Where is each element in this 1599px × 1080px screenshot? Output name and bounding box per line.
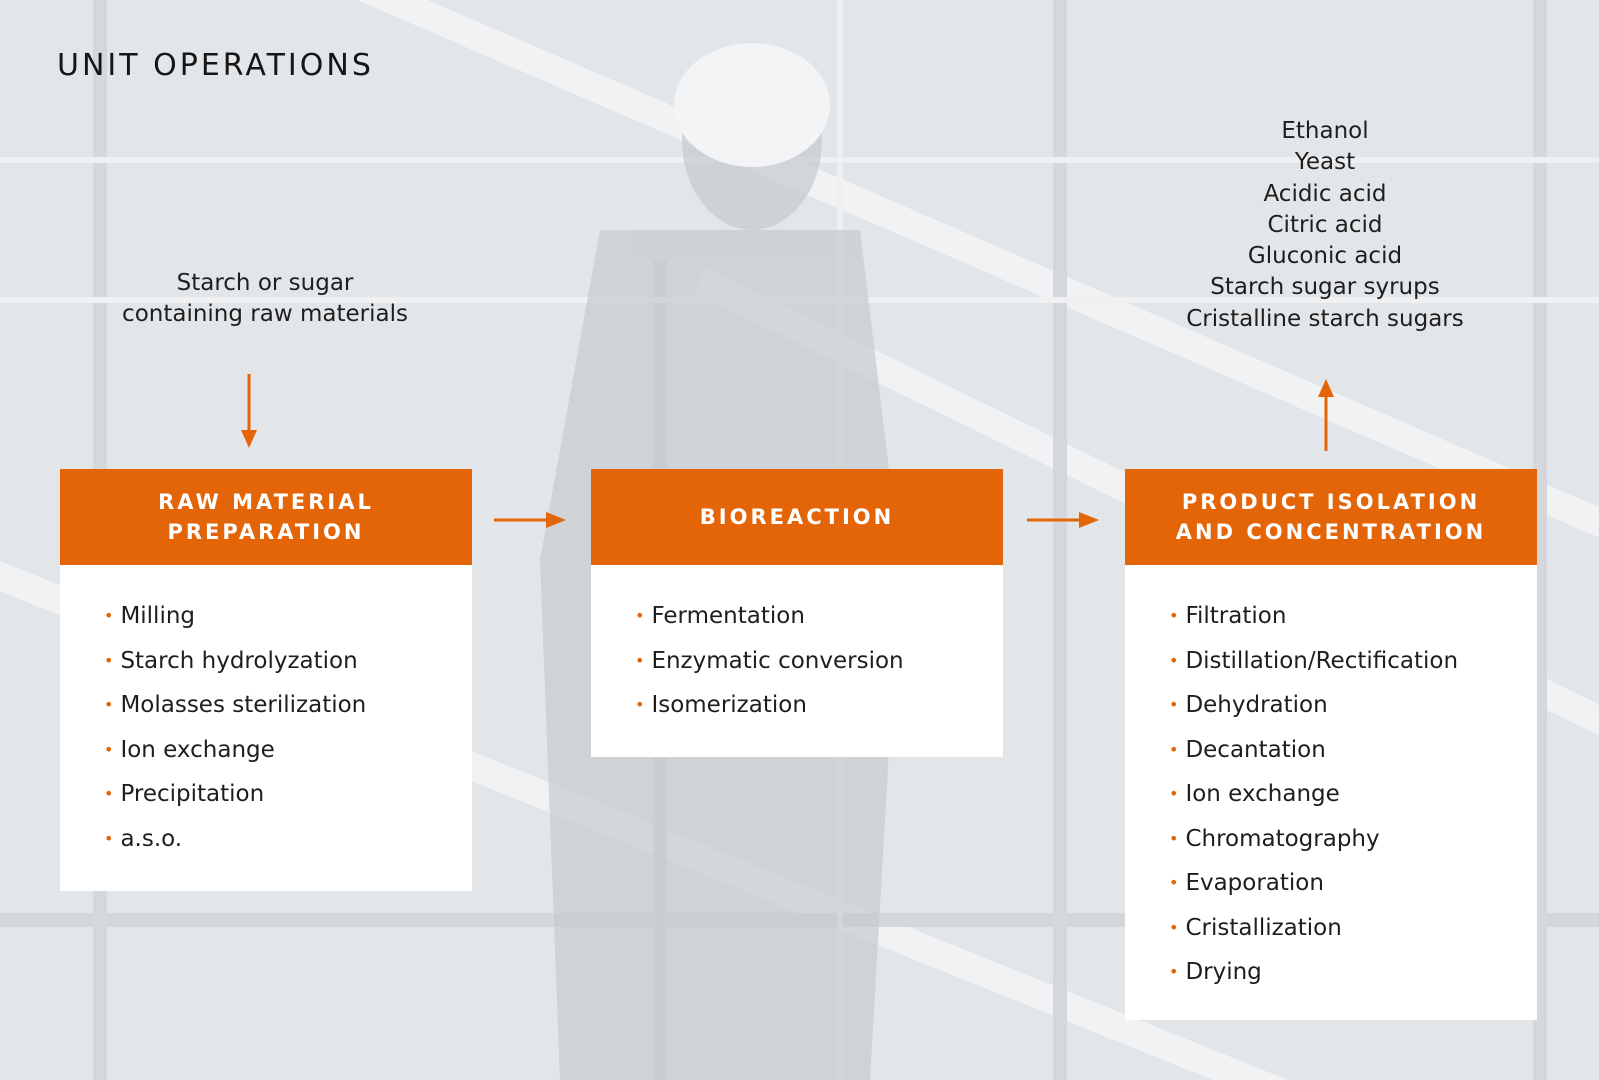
bullet-icon: •: [104, 606, 114, 625]
list-item: • a.s.o.: [104, 818, 472, 863]
list-item: • Chromatography: [1169, 818, 1537, 863]
output-arrow-up: [1318, 379, 1334, 451]
list-item: • Isomerization: [635, 684, 1003, 729]
list-item-label: Starch hydrolyzation: [120, 647, 358, 674]
list-item: • Milling: [104, 595, 472, 640]
output-list: Ethanol Yeast Acidic acid Citric acid Gl…: [1160, 116, 1490, 335]
list-item: • Evaporation: [1169, 862, 1537, 907]
bullet-icon: •: [1169, 962, 1179, 981]
list-item: • Dehydration: [1169, 684, 1537, 729]
bullet-icon: •: [104, 650, 114, 670]
list-item: • Fermentation: [635, 595, 1003, 640]
bullet-icon: •: [635, 695, 645, 714]
list-item-label: Milling: [120, 603, 196, 629]
list-item-label: Fermentation: [651, 603, 805, 629]
stage-raw-material-preparation: RAW MATERIAL PREPARATION • Milling • Starch…: [60, 469, 472, 891]
list-item: • Starch hydrolyzation: [104, 640, 472, 685]
stage-title: BIOREACTION: [591, 469, 1003, 565]
bullet-icon: •: [1169, 873, 1179, 892]
bullet-icon: •: [1169, 650, 1179, 670]
arrow-right-icon: [494, 512, 566, 528]
list-item-label: Decantation: [1185, 736, 1326, 763]
output-item: Gluconic acid: [1247, 243, 1403, 270]
bullet-icon: •: [1169, 828, 1179, 848]
bullet-icon: •: [635, 650, 645, 670]
bullet-icon: •: [1169, 917, 1179, 937]
output-item: Starch sugar syrups: [1210, 274, 1440, 301]
arrow-right-icon: [1027, 512, 1099, 528]
input-arrow-down: [241, 374, 257, 448]
list-item-label: a.s.o.: [120, 825, 183, 852]
output-item: Yeast: [1294, 149, 1356, 176]
stage-item-list: • Filtration • Distillation/Rectification • D…: [1125, 565, 1537, 996]
list-item: • Ion exchange: [104, 729, 472, 774]
list-item-label: Evaporation: [1185, 870, 1324, 896]
list-item-label: Dehydration: [1185, 692, 1328, 718]
list-item-label: Ion exchange: [1185, 781, 1340, 807]
stage-item-list: • Fermentation • Enzymatic conversion • Isome…: [591, 565, 1003, 729]
list-item-label: Precipitation: [120, 781, 265, 807]
list-item: • Drying: [1169, 951, 1537, 996]
page-title: UNIT OPERATIONS: [57, 48, 374, 83]
bullet-icon: •: [635, 606, 645, 625]
stage-product-isolation: PRODUCT ISOLATION AND CONCENTRATION • Fil…: [1125, 469, 1537, 1020]
stage-title: RAW MATERIAL PREPARATION: [60, 469, 472, 565]
list-item: • Decantation: [1169, 729, 1537, 774]
bullet-icon: •: [104, 784, 114, 803]
list-item: • Molasses sterilization: [104, 684, 472, 729]
list-item-label: Isomerization: [651, 692, 807, 718]
stage-title: PRODUCT ISOLATION AND CONCENTRATION: [1125, 469, 1537, 565]
bullet-icon: •: [104, 695, 114, 714]
stage-item-list: • Milling • Starch hydrolyzation • Molasses s…: [60, 565, 472, 862]
list-item: • Ion exchange: [1169, 773, 1537, 818]
list-item-label: Ion exchange: [120, 736, 275, 763]
list-item: • Cristallization: [1169, 907, 1537, 952]
list-item-label: Molasses sterilization: [120, 692, 367, 718]
output-item: Acidic acid: [1263, 180, 1387, 207]
list-item: • Distillation/Rectification: [1169, 640, 1537, 685]
bullet-icon: •: [104, 828, 114, 848]
list-item-label: Enzymatic conversion: [651, 647, 904, 674]
bullet-icon: •: [1169, 606, 1179, 625]
list-item: • Filtration: [1169, 595, 1537, 640]
list-item-label: Chromatography: [1185, 825, 1380, 852]
list-item-label: Drying: [1185, 959, 1262, 985]
bullet-icon: •: [104, 739, 114, 759]
bullet-icon: •: [1169, 695, 1179, 714]
list-item-label: Cristallization: [1185, 914, 1342, 941]
stage-bioreaction: BIOREACTION • Fermentation • Enzymatic conv…: [591, 469, 1003, 757]
list-item: • Enzymatic conversion: [635, 640, 1003, 685]
bullet-icon: •: [1169, 784, 1179, 803]
output-item: Ethanol: [1281, 118, 1369, 144]
output-item: Citric acid: [1267, 211, 1383, 238]
bullet-icon: •: [1169, 739, 1179, 759]
list-item: • Precipitation: [104, 773, 472, 818]
list-item-label: Distillation/Rectification: [1185, 647, 1459, 674]
list-item-label: Filtration: [1185, 603, 1287, 629]
output-item: Cristalline starch sugars: [1186, 305, 1464, 332]
